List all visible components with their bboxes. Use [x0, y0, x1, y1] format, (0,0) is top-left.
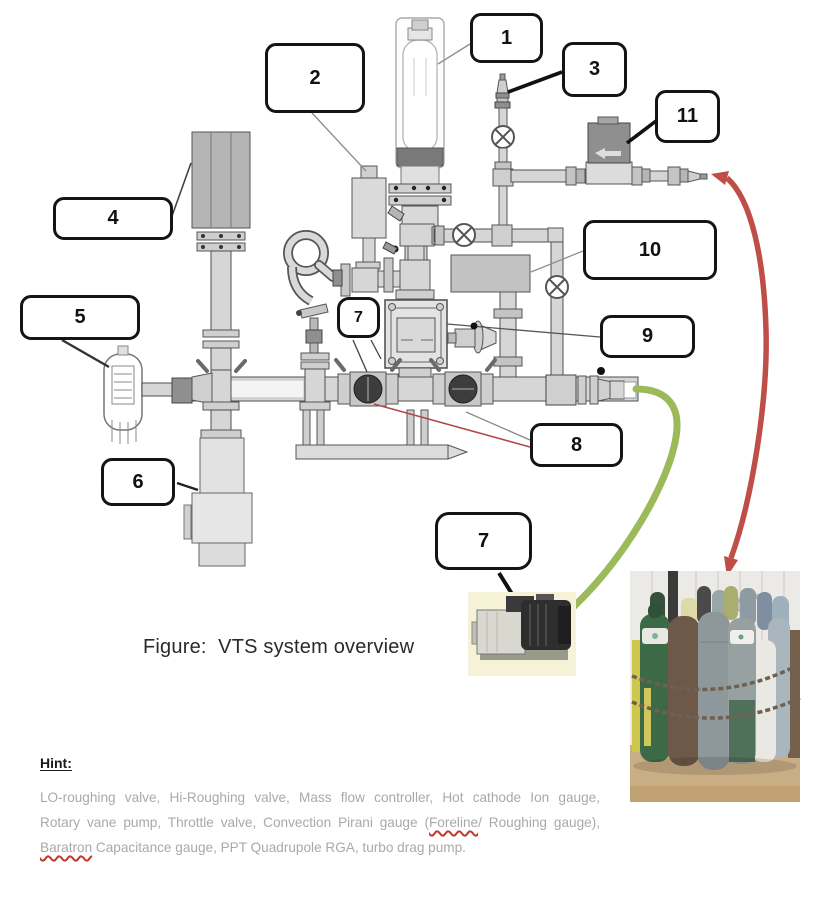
callout-1: 1 — [470, 13, 543, 63]
ball-valve-2 — [429, 358, 497, 407]
callout-3-label: 3 — [588, 58, 601, 80]
callout-4: 4 — [53, 197, 173, 240]
hint-line-3-post: Capacitance gauge, PPT Quadrupole RGA, t… — [92, 840, 466, 855]
hint-line-1: LO-roughing valve, Hi-Roughing valve, Ma… — [40, 785, 600, 810]
hint-block: Hint: LO-roughing valve, Hi-Roughing val… — [40, 755, 600, 860]
support-stand — [295, 409, 469, 460]
ball-valve-1 — [334, 358, 402, 407]
gas-branch-line — [433, 223, 569, 376]
manifold-end-fitting — [545, 367, 637, 406]
trap-loop — [283, 230, 338, 306]
hint-line-2-post: / Roughing gauge), — [478, 815, 600, 830]
callout-5-label: 5 — [74, 306, 86, 328]
callout-7-valve-label: 7 — [354, 308, 363, 326]
callout-9: 9 — [600, 315, 695, 358]
hint-line-3: Baratron Capacitance gauge, PPT Quadrupo… — [40, 835, 600, 860]
callout-10: 10 — [583, 220, 717, 280]
callout-8: 8 — [530, 423, 623, 467]
callout-7-valve: 7 — [337, 297, 380, 338]
hint-line-1-text: LO-roughing valve, Hi-Roughing valve, Ma… — [40, 790, 600, 805]
callout-9-label: 9 — [641, 325, 654, 347]
red-double-arrow — [711, 171, 769, 577]
callout-11-label: 11 — [676, 105, 699, 127]
rga-chamber — [384, 299, 448, 378]
rotary-pump-body — [183, 401, 253, 567]
glass-tube-gauge — [388, 17, 452, 206]
mass-flow-controller — [510, 116, 708, 186]
callout-2-label: 2 — [309, 66, 321, 89]
callout-7-pump: 7 — [435, 512, 532, 570]
leader-lines — [61, 43, 658, 604]
callout-10-label: 10 — [638, 238, 662, 261]
pump-photo — [468, 592, 576, 676]
needle-valve — [491, 73, 515, 228]
left-gauge-tube — [103, 345, 213, 444]
callout-11: 11 — [655, 90, 720, 143]
green-hose — [563, 385, 681, 617]
callout-5: 5 — [20, 295, 140, 340]
callout-6-label: 6 — [132, 470, 144, 493]
callout-1-label: 1 — [500, 26, 513, 49]
hint-heading: Hint: — [40, 755, 72, 771]
capacitance-gauge-head — [447, 291, 523, 378]
hint-body: LO-roughing valve, Hi-Roughing valve, Ma… — [40, 785, 600, 860]
cylinders-photo — [630, 571, 801, 802]
hint-misspelled-baratron: Baratron — [40, 840, 93, 855]
callout-2: 2 — [265, 43, 365, 113]
callout-8-label: 8 — [570, 433, 583, 456]
callout-6: 6 — [101, 458, 175, 506]
finned-stack — [191, 131, 251, 381]
valve-stack-cross2 — [296, 303, 331, 411]
hint-line-2-pre: Rotary vane pump, Throttle valve, Convec… — [40, 815, 429, 830]
callout-7-pump-label: 7 — [477, 529, 490, 552]
figure-caption: Figure: VTS system overview — [143, 636, 415, 658]
gauge-cylinder-2 — [332, 165, 407, 297]
callout-4-label: 4 — [107, 207, 119, 229]
hint-misspelled-foreline: Foreline — [428, 815, 479, 830]
column-valves — [382, 205, 441, 300]
hint-line-2: Rotary vane pump, Throttle valve, Convec… — [40, 810, 600, 835]
gray-box-gauge — [450, 254, 531, 293]
callout-3: 3 — [562, 42, 627, 97]
